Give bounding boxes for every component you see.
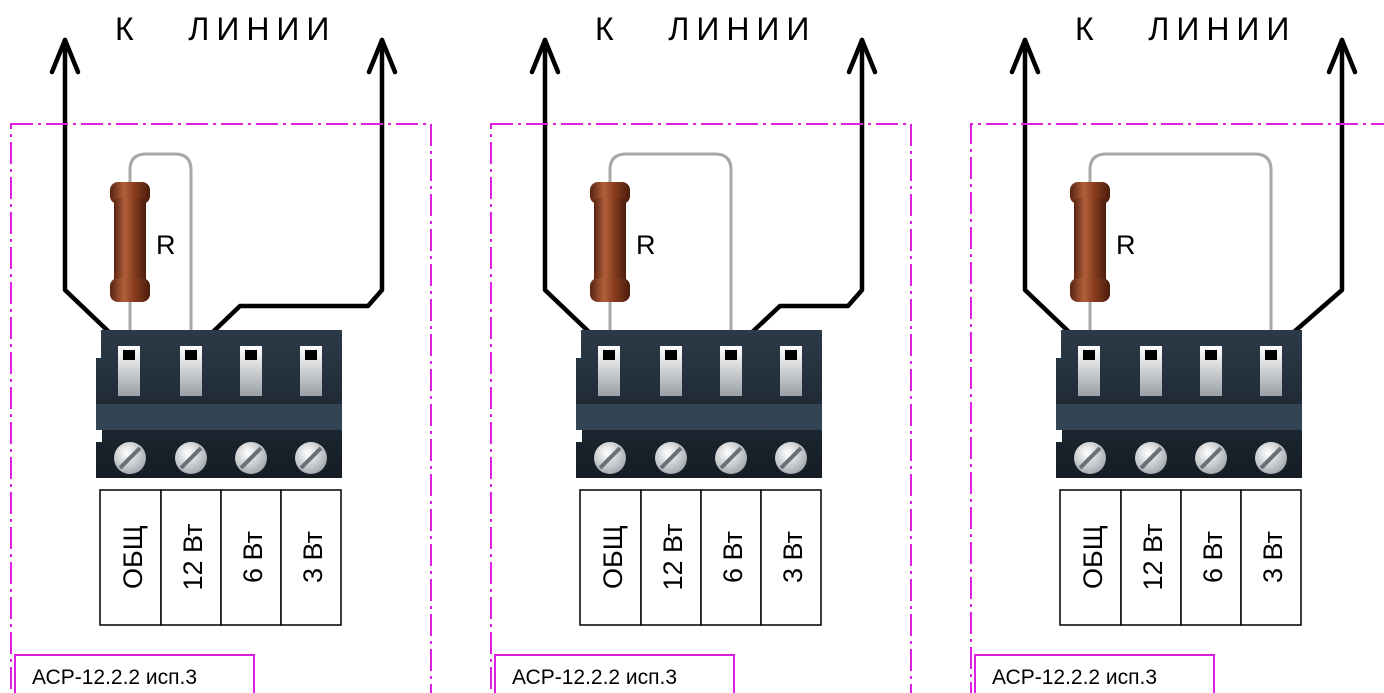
line-label: К ЛИНИИ	[115, 11, 336, 47]
terminal-label-com: ОБЩ	[598, 525, 628, 589]
line-arrows	[529, 37, 878, 355]
line-arrows	[49, 37, 398, 355]
terminal-label-3w: 3 Вт	[1258, 531, 1288, 583]
screws	[594, 442, 807, 474]
terminal-label-6w: 6 Вт	[238, 531, 268, 583]
device-frame	[970, 123, 1384, 693]
line-label: К ЛИНИИ	[595, 11, 816, 47]
resistor	[110, 152, 193, 352]
resistor	[1070, 152, 1273, 352]
terminal-block	[576, 330, 822, 478]
terminal-label-com: ОБЩ	[1078, 525, 1108, 589]
screws	[1074, 442, 1287, 474]
resistor-label: R	[1116, 230, 1136, 260]
line-arrows	[1009, 37, 1358, 355]
terminal-label-6w: 6 Вт	[718, 531, 748, 583]
device-label-box	[494, 654, 735, 693]
panel-2: К ЛИНИИ R	[490, 11, 912, 693]
panel-3: К ЛИНИИ R	[970, 11, 1384, 693]
panel-1: К ЛИНИИ R	[10, 11, 432, 693]
screws	[114, 442, 327, 474]
terminal-block	[1056, 330, 1302, 478]
terminal-label-6w: 6 Вт	[1198, 531, 1228, 583]
device-frame	[10, 123, 432, 693]
terminal-block	[96, 330, 342, 478]
terminal-label-12w: 12 Вт	[178, 523, 208, 590]
device-label-box	[974, 654, 1215, 693]
terminal-label-com: ОБЩ	[118, 525, 148, 589]
terminal-label-3w: 3 Вт	[298, 531, 328, 583]
terminal-label-3w: 3 Вт	[778, 531, 808, 583]
device-label: АСР-12.2.2 исп.3	[32, 666, 197, 689]
resistor-label: R	[636, 230, 656, 260]
device-label-box	[14, 654, 255, 693]
terminal-labels	[1059, 489, 1302, 626]
terminal-labels	[99, 489, 342, 626]
resistor-label: R	[156, 230, 176, 260]
terminal-label-12w: 12 Вт	[658, 523, 688, 590]
line-label: К ЛИНИИ	[1075, 11, 1296, 47]
terminal-labels	[579, 489, 822, 626]
device-label: АСР-12.2.2 исп.3	[512, 666, 677, 689]
device-frame	[490, 123, 912, 693]
terminal-label-12w: 12 Вт	[1138, 523, 1168, 590]
resistor	[590, 152, 733, 352]
device-label: АСР-12.2.2 исп.3	[992, 666, 1157, 689]
